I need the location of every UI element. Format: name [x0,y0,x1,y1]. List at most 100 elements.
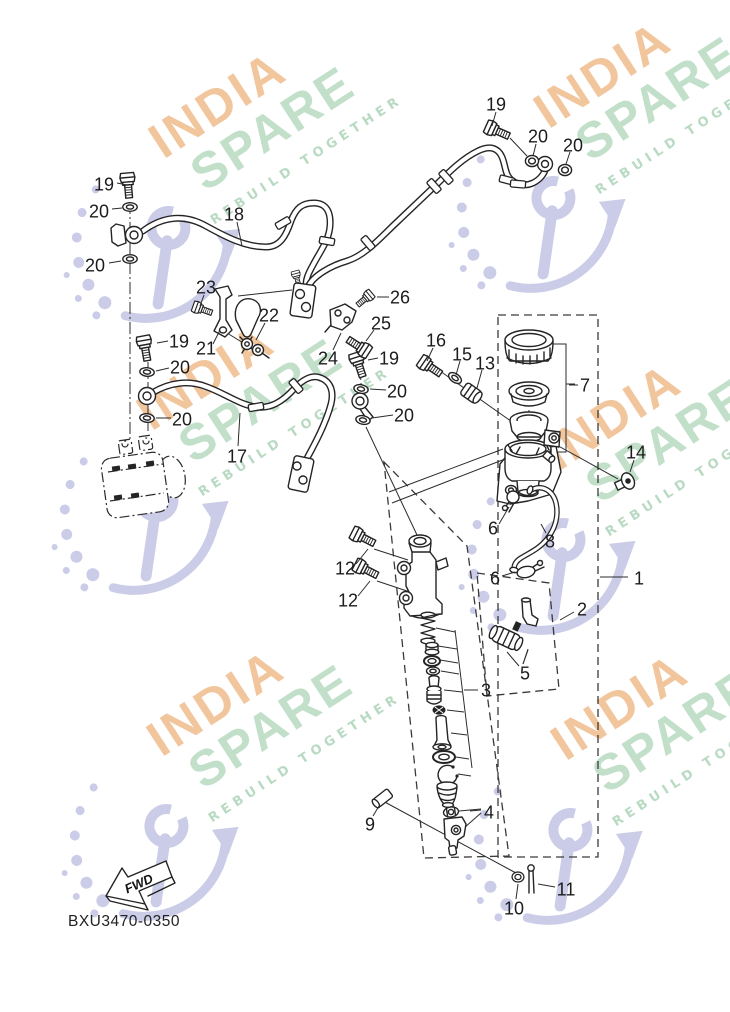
screw-26 [353,288,377,310]
part-leader-9-34 [372,805,380,817]
o-ring [425,666,441,676]
pushrod-clevis [436,781,467,856]
cotter-pin-11 [527,864,535,894]
part-label-20-6: 20 [563,136,583,156]
hose-brackets [213,285,357,359]
part-leader-16-20 [426,347,434,362]
washer-20 [122,201,138,213]
washer-15 [445,369,465,387]
part-label-12-32: 12 [338,591,358,611]
spring [420,611,436,645]
part-leader-20-1 [111,207,123,210]
clamp-22 [239,336,270,359]
part-label-1-30: 1 [634,569,644,589]
master-cylinder-body [396,534,449,619]
part-leader-22-9 [255,322,266,341]
part-leader-20-5 [532,143,537,157]
part-label-10-36: 10 [504,899,524,919]
part-label-23-7: 23 [196,278,216,298]
bolt-19-top-left [118,171,138,200]
part-leader-20-15 [371,414,394,419]
part-leader-8-26 [540,523,547,534]
part-leader-15-21 [455,360,461,376]
part-leader-19-17 [156,340,169,344]
joint-pipe-assembly-5 [488,597,539,652]
bolt-16 [415,353,446,381]
washer-20 [122,253,138,264]
bolt-12-upper [347,524,379,551]
seal-washer-large [432,750,456,764]
part-leader-20-6 [565,151,571,165]
hose-end-block-17 [287,455,315,493]
part-label-4-35: 4 [484,803,494,823]
part-label-17-16: 17 [227,447,247,467]
assembly-box-1 [497,314,599,858]
hose-clamp-6-upper [501,490,520,513]
part-label-21-8: 21 [196,339,216,359]
fwd-arrow: FWD [105,860,176,911]
hose-eye-top-right [536,155,554,173]
hose-eye-abs [137,386,157,406]
clevis-pin-9 [371,788,394,809]
part-leader-10-36 [515,883,519,900]
clevis [443,816,467,856]
washer-20 [557,163,573,177]
part-label-20-1: 20 [89,202,109,222]
hose-18-bands [274,169,527,252]
brake-hose-17 [148,373,336,476]
part-leader-20-14 [369,388,387,391]
part-label-19-0: 19 [94,175,114,195]
hose-clamp-6-lower [516,559,545,579]
snap-ring [432,705,446,715]
reservoir-diaphragm-holder [508,381,550,407]
part-leader-19-4 [491,111,497,127]
part-label-18-3: 18 [224,205,244,225]
part-leader-2-28 [559,611,575,621]
abs-unit [100,434,186,519]
grommet-13 [460,382,483,404]
part-label-20-2: 20 [85,256,105,276]
part-label-19-17: 19 [169,332,189,352]
hose-junction-block [289,269,317,319]
part-label-25-11: 25 [371,314,391,334]
valve-assembly [426,675,442,705]
part-label-19-13: 19 [379,349,399,369]
hose-union-top-left [110,223,144,247]
screw-23 [190,299,215,320]
part-label-6-25: 6 [488,519,498,539]
bolt-12-lower [350,556,382,583]
piston [432,714,452,751]
assembly-box-master-cylinder [383,460,510,859]
part-leader-12-31 [355,548,369,565]
circlip [437,764,459,785]
part-leader-19-13 [367,357,379,361]
pipe-saddle-clamp [234,298,262,338]
part-leader-19-0 [116,182,128,186]
part-label-11-37: 11 [557,880,576,900]
part-label-7-23: 7 [580,376,590,396]
part-label-20-14: 20 [387,382,407,402]
bolt-19-top-right [482,118,513,144]
part-label-13-22: 13 [475,354,495,374]
part-leader-21-8 [212,329,221,345]
part-leader-13-22 [476,369,483,389]
part-label-8-26: 8 [545,532,555,552]
washer-20 [138,412,156,424]
reservoir-cap [504,329,554,365]
part-label-2-28: 2 [577,600,587,620]
assembly-box-joint [476,572,560,697]
part-label-15-21: 15 [452,345,472,365]
assembly-boxes [383,314,599,859]
part-leader-23-7 [199,294,205,307]
locknut-4 [442,806,460,818]
bolt-19-abs [134,333,156,363]
part-label-12-31: 12 [335,559,355,579]
part-leader-4-35 [469,809,482,812]
part-label-24-12: 24 [318,349,338,369]
part-label-20-15: 20 [394,406,414,426]
part-label-9-34: 9 [365,815,375,835]
reservoir-bolt-14 [613,472,636,491]
